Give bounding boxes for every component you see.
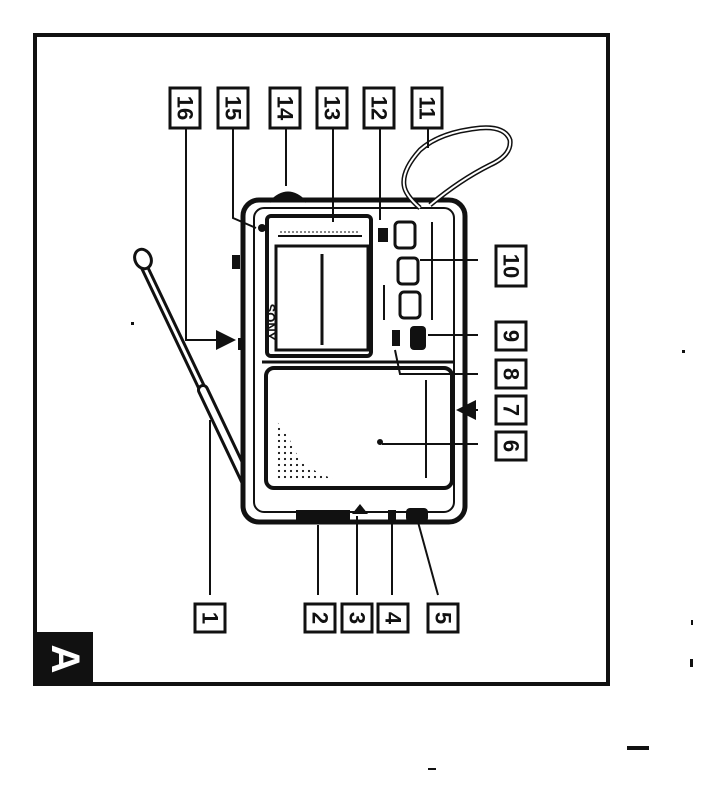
callout-16: 16	[170, 88, 200, 128]
panel-badge: A	[37, 632, 93, 686]
callout-number: 16	[173, 96, 198, 120]
callout-number: 1	[198, 612, 223, 624]
callout-4: 4	[378, 604, 408, 632]
callout-number: 4	[381, 612, 406, 625]
callout-number: 14	[273, 96, 298, 121]
callout-6: 6	[496, 432, 526, 460]
callout-number: 2	[308, 612, 333, 624]
callout-number: 7	[499, 404, 524, 416]
brand-logo: SONY	[263, 304, 278, 341]
callout-15: 15	[218, 88, 248, 128]
callout-number: 11	[415, 96, 440, 119]
callout-2: 2	[305, 604, 335, 632]
callout-10: 10	[496, 246, 526, 286]
callout-13: 13	[317, 88, 347, 128]
callout-number: 13	[320, 96, 345, 120]
callout-number: 5	[431, 612, 456, 624]
callout-1: 1	[195, 604, 225, 632]
callout-11: 11	[412, 88, 442, 128]
callout-5: 5	[428, 604, 458, 632]
callout-number: 15	[221, 96, 246, 120]
callout-number: 8	[499, 368, 524, 380]
callout-number: 3	[345, 612, 370, 624]
callout-number: 6	[499, 440, 524, 452]
callout-number: 10	[499, 254, 524, 278]
callout-number: 9	[499, 330, 524, 342]
callout-12: 12	[364, 88, 394, 128]
callout-8: 8	[496, 360, 526, 388]
panel-letter: A	[43, 645, 87, 674]
callout-3: 3	[342, 604, 372, 632]
callout-7: 7	[496, 396, 526, 424]
callout-number: 12	[367, 96, 392, 120]
callout-14: 14	[270, 88, 300, 128]
callout-9: 9	[496, 322, 526, 350]
radio-body: SONY	[232, 128, 510, 522]
